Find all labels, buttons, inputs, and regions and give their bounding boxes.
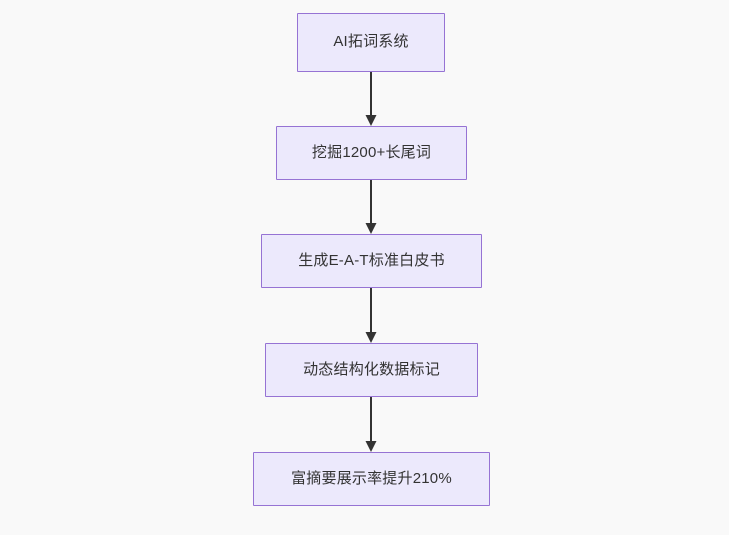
edge-n4-n5: [365, 395, 377, 452]
edge-n1-n2: [365, 70, 377, 126]
flowchart-node-label: 挖掘1200+长尾词: [311, 143, 432, 161]
flowchart-node-ai-keyword-system[interactable]: AI拓词系统: [297, 13, 445, 72]
flowchart-node-label: 富摘要展示率提升210%: [291, 469, 452, 487]
flowchart-node-rich-snippet-impression-uplift[interactable]: 富摘要展示率提升210%: [253, 452, 490, 506]
flowchart-node-label: AI拓词系统: [333, 33, 409, 51]
flowchart-node-mine-longtail-keywords[interactable]: 挖掘1200+长尾词: [276, 126, 467, 180]
edge-n3-n4: [365, 286, 377, 343]
flowchart-node-label: 动态结构化数据标记: [303, 360, 440, 378]
flowchart-node-label: 生成E-A-T标准白皮书: [298, 251, 445, 269]
flowchart-node-dynamic-structured-data-markup[interactable]: 动态结构化数据标记: [265, 343, 478, 397]
flowchart-node-generate-eat-whitepaper[interactable]: 生成E-A-T标准白皮书: [261, 234, 482, 288]
edge-n2-n3: [365, 178, 377, 234]
